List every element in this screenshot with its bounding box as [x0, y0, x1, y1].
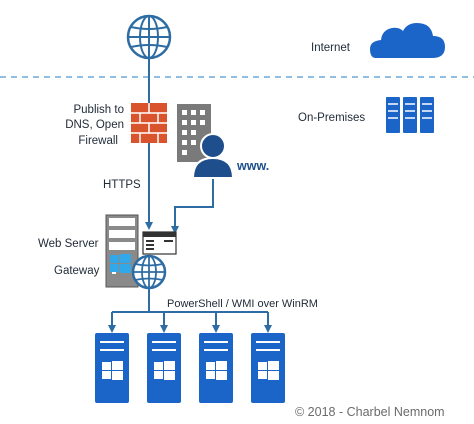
on-premises-label: On-Premises: [298, 112, 366, 124]
windows-server-icon-2: [147, 333, 181, 403]
user-connector: [171, 178, 214, 234]
https-label: HTTPS: [103, 179, 141, 191]
internet-label: Internet: [311, 42, 350, 54]
windows-server-icon-4: [251, 333, 285, 403]
copyright-label: © 2018 - Charbel Nemnom: [295, 405, 445, 419]
firewall-icon: [131, 103, 167, 143]
globe-icon: [126, 14, 172, 60]
windows-logo-icon: [110, 254, 131, 273]
server-tower-icon: [105, 214, 139, 288]
publish-label-line-1: Publish to: [73, 104, 124, 116]
powershell-label: PowerShell / WMI over WinRM: [167, 298, 318, 310]
windows-server-icon-3: [199, 333, 233, 403]
web-server-label: Web Server: [38, 238, 99, 250]
windows-server-icon-1: [95, 333, 129, 403]
www-label: www.: [237, 159, 270, 173]
publish-label-line-2: DNS, Open: [65, 119, 124, 131]
datacenter-icon: [386, 97, 434, 133]
publish-label-line-3: Firewall: [78, 135, 118, 147]
gateway-label: Gateway: [54, 265, 100, 277]
gateway-globe-icon: [131, 254, 167, 290]
browser-window-icon: [142, 231, 177, 255]
cloud-icon: [370, 23, 445, 58]
user-icon: [191, 133, 235, 179]
